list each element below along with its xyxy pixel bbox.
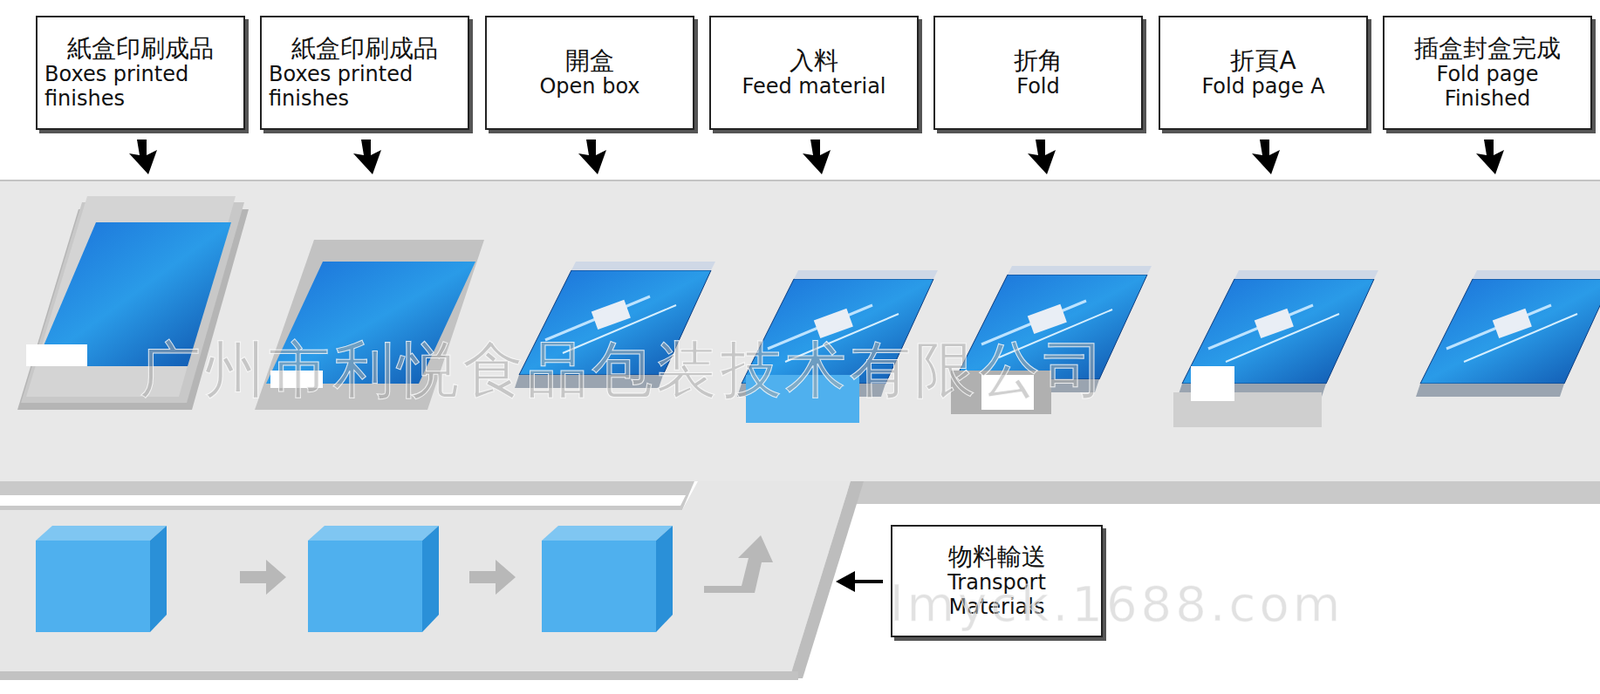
chinese-label: 折頁A [1230, 47, 1296, 76]
chinese-label: 物料輸送 [948, 543, 1047, 572]
material-block [35, 526, 167, 633]
step-box: 紙盒印刷成品Boxes printed finishes [259, 15, 470, 130]
watermark-url: lmyck.1688.com [889, 575, 1344, 633]
english-label: Boxes printed finishes [44, 62, 237, 111]
step-box: 折頁AFold page A [1158, 15, 1368, 130]
step-box: 入料Feed material [709, 15, 919, 130]
english-label: Open box [539, 75, 640, 100]
chinese-label: 折角 [1013, 47, 1063, 76]
chinese-label: 入料 [789, 47, 839, 76]
english-label: Fold [1016, 75, 1060, 100]
english-label: Boxes printed finishes [268, 62, 461, 111]
down-arrow [129, 139, 1505, 175]
material-block [307, 526, 439, 633]
english-label: Fold page A [1201, 75, 1325, 100]
step-box: 插盒封盒完成Fold page Finished [1382, 15, 1593, 130]
step-box: 開盒Open box [485, 15, 695, 130]
watermark: 广州市利悦食品包装技术有限公司 [139, 329, 1108, 412]
english-label: Feed material [741, 75, 886, 100]
chinese-label: 插盒封盒完成 [1414, 34, 1561, 63]
step-box: 折角Fold [933, 15, 1143, 130]
chinese-label: 紙盒印刷成品 [67, 34, 214, 63]
chinese-label: 紙盒印刷成品 [291, 34, 438, 63]
step-box: 紙盒印刷成品Boxes printed finishes [35, 15, 246, 130]
chinese-label: 開盒 [565, 47, 615, 76]
english-label: Fold page Finished [1391, 62, 1584, 111]
material-block [541, 526, 673, 633]
